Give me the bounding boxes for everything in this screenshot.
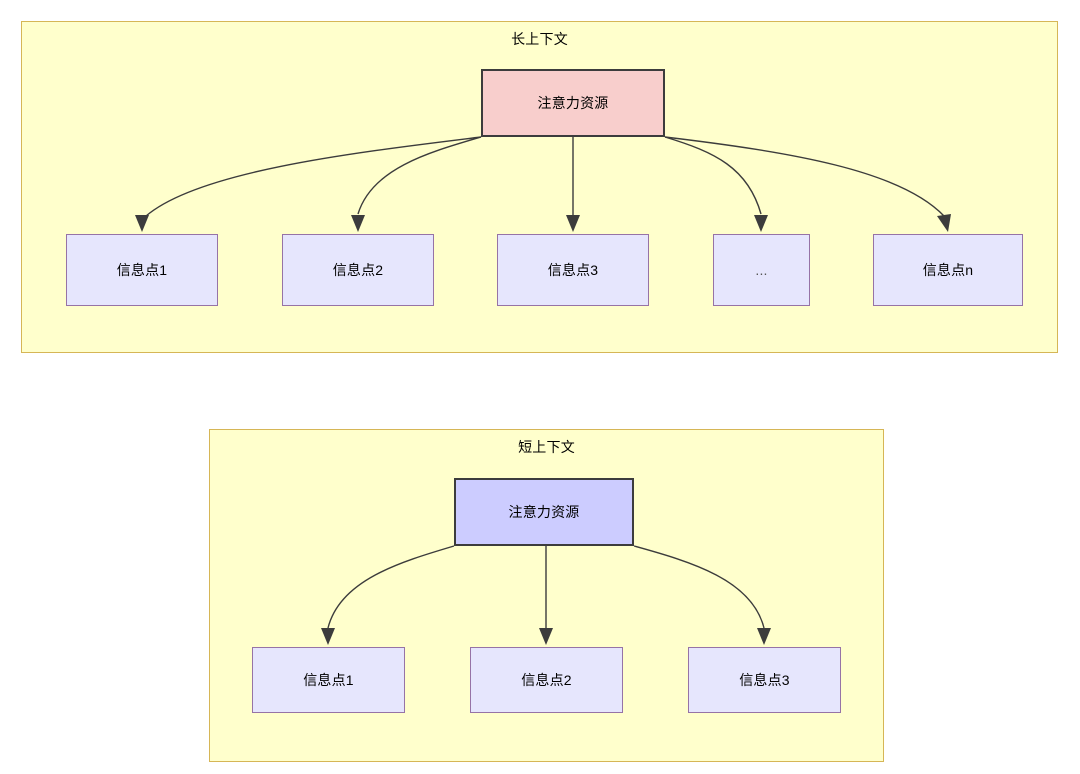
node-info-point-3-long[interactable]: 信息点3 <box>497 234 649 306</box>
node-info-point-2-long[interactable]: 信息点2 <box>282 234 434 306</box>
node-info-point-2-short[interactable]: 信息点2 <box>470 647 623 713</box>
node-info-point-1-long[interactable]: 信息点1 <box>66 234 218 306</box>
node-info-point-ellipsis-long[interactable]: ... <box>713 234 810 306</box>
node-info-point-3-short[interactable]: 信息点3 <box>688 647 841 713</box>
node-attention-resource-short[interactable]: 注意力资源 <box>454 478 634 546</box>
group-long-context-title: 长上下文 <box>511 31 568 47</box>
node-attention-resource-long[interactable]: 注意力资源 <box>481 69 665 137</box>
group-short-context-title: 短上下文 <box>518 439 575 455</box>
node-info-point-n-long[interactable]: 信息点n <box>873 234 1023 306</box>
node-info-point-1-short[interactable]: 信息点1 <box>252 647 405 713</box>
